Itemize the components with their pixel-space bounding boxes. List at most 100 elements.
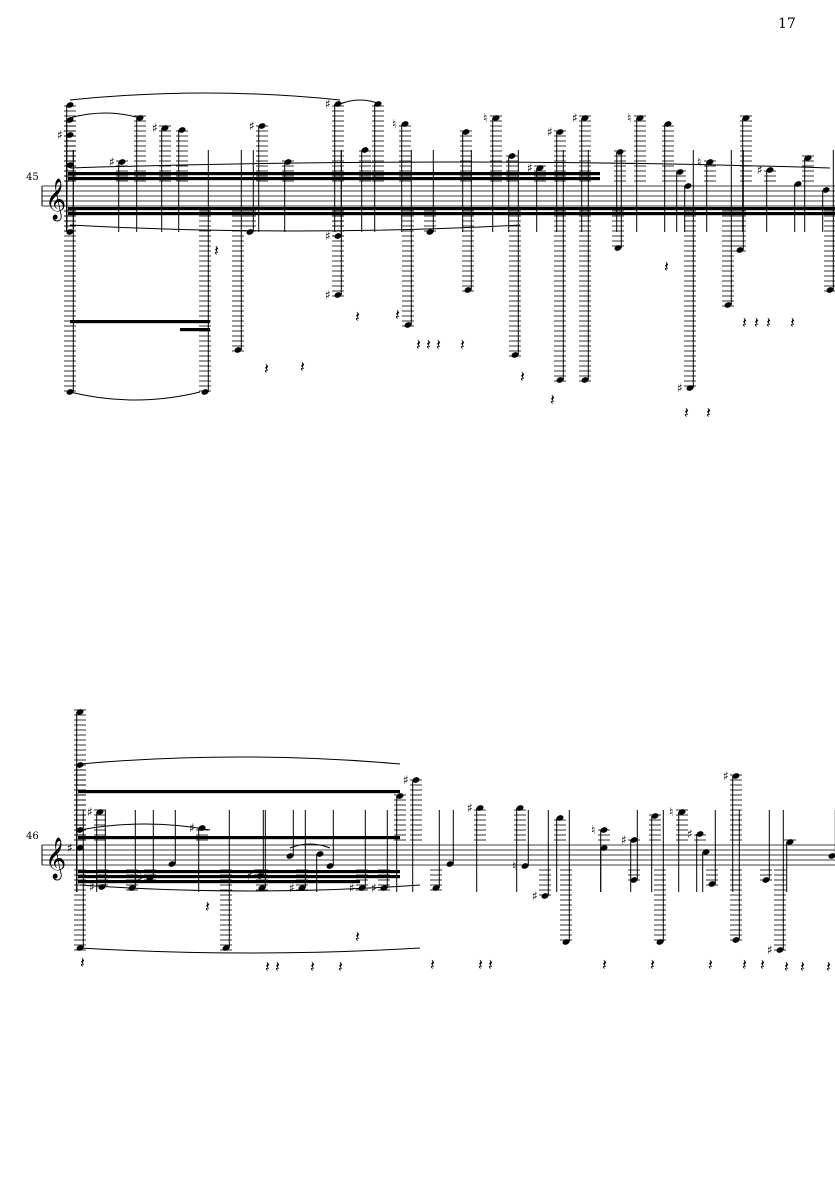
note-head xyxy=(736,247,744,253)
note-head xyxy=(446,861,454,867)
quarter-rest-icon: 𝄽 xyxy=(766,313,771,332)
beam xyxy=(68,207,835,211)
note-head xyxy=(706,159,714,165)
quarter-rest-icon: 𝄽 xyxy=(784,957,789,976)
note-head xyxy=(492,115,500,121)
slur xyxy=(69,161,831,169)
note-head xyxy=(676,169,684,175)
note-head xyxy=(66,102,74,108)
quarter-rest-icon: 𝄽 xyxy=(214,241,219,260)
quarter-rest-icon: 𝄽 xyxy=(478,955,483,974)
note-head xyxy=(732,773,740,779)
note-head xyxy=(826,287,834,293)
note-head xyxy=(656,939,664,945)
quarter-rest-icon: 𝄽 xyxy=(355,927,360,946)
note-head xyxy=(630,837,638,843)
sharp-icon: ♯ xyxy=(621,833,627,847)
sharp-icon: ♯ xyxy=(572,111,578,125)
beam xyxy=(68,212,835,216)
slur xyxy=(69,391,201,401)
note-head xyxy=(786,839,794,845)
note-head xyxy=(464,287,472,293)
note-head xyxy=(724,302,732,308)
quarter-rest-icon: 𝄽 xyxy=(650,955,655,974)
note-head xyxy=(380,885,388,891)
quarter-rest-icon: 𝄽 xyxy=(742,313,747,332)
note-head xyxy=(511,352,519,358)
note-head xyxy=(316,851,324,857)
quarter-rest-icon: 𝄽 xyxy=(684,403,689,422)
note-head xyxy=(426,229,434,235)
note-head xyxy=(298,885,306,891)
system-46: 𝄞♯♯♯♯♯♯♯♯♯♯♯♮♯♮♯♮♯♯♯𝄽𝄽𝄽𝄽𝄽𝄽𝄽𝄽𝄽𝄽𝄽𝄽𝄽𝄽𝄽𝄽𝄽𝄽 xyxy=(41,709,835,976)
sharp-icon: ♯ xyxy=(325,97,331,111)
note-head xyxy=(118,159,126,165)
note-head xyxy=(556,377,564,383)
sharp-icon: ♯ xyxy=(757,163,763,177)
note-head xyxy=(258,885,266,891)
slur xyxy=(69,224,521,232)
natural-icon: ♮ xyxy=(591,823,595,837)
note-head xyxy=(234,347,242,353)
note-head xyxy=(404,322,412,328)
sharp-icon: ♯ xyxy=(325,229,331,243)
treble-clef-icon: 𝄞 xyxy=(45,178,66,221)
sharp-icon: ♯ xyxy=(677,381,683,395)
quarter-rest-icon: 𝄽 xyxy=(395,305,400,324)
note-head xyxy=(334,101,342,107)
note-head xyxy=(804,155,812,161)
note-head xyxy=(541,893,549,899)
note-head xyxy=(581,377,589,383)
quarter-rest-icon: 𝄽 xyxy=(708,955,713,974)
sharp-icon: ♯ xyxy=(57,128,63,142)
natural-icon: ♮ xyxy=(697,155,701,169)
note-head xyxy=(636,115,644,121)
note-head xyxy=(822,187,830,193)
slur xyxy=(289,843,331,849)
beam xyxy=(78,875,400,879)
note-head xyxy=(168,861,176,867)
note-head xyxy=(664,121,672,127)
note-head xyxy=(600,827,608,833)
note-head xyxy=(702,849,710,855)
sharp-icon: ♯ xyxy=(189,821,195,835)
note-head xyxy=(776,947,784,953)
sharp-icon: ♯ xyxy=(403,773,409,787)
note-head xyxy=(762,877,770,883)
note-head xyxy=(708,881,716,887)
note-head xyxy=(678,809,686,815)
system-45: 𝄞♯♯♯♯♯♯♯♮♮♯♯♯♮♯♮♯𝄽𝄽𝄽𝄽𝄽𝄽𝄽𝄽𝄽𝄽𝄽𝄽𝄽𝄽𝄽𝄽𝄽𝄽 xyxy=(41,92,835,422)
quarter-rest-icon: 𝄽 xyxy=(800,957,805,976)
note-head xyxy=(686,385,694,391)
quarter-rest-icon: 𝄽 xyxy=(550,390,555,409)
sharp-icon: ♯ xyxy=(767,943,773,957)
quarter-rest-icon: 𝄽 xyxy=(355,307,360,326)
quarter-rest-icon: 𝄽 xyxy=(265,957,270,976)
slur xyxy=(339,99,381,105)
beam xyxy=(180,328,210,332)
quarter-rest-icon: 𝄽 xyxy=(264,359,269,378)
note-head xyxy=(732,937,740,943)
note-head xyxy=(161,125,169,131)
note-head xyxy=(198,825,206,831)
slur xyxy=(69,112,141,119)
quarter-rest-icon: 𝄽 xyxy=(310,957,315,976)
measure-number-46: 46 xyxy=(26,831,39,842)
note-head xyxy=(222,945,230,951)
quarter-rest-icon: 𝄽 xyxy=(760,955,765,974)
quarter-rest-icon: 𝄽 xyxy=(416,335,421,354)
quarter-rest-icon: 𝄽 xyxy=(520,367,525,386)
quarter-rest-icon: 𝄽 xyxy=(602,955,607,974)
quarter-rest-icon: 𝄽 xyxy=(426,335,431,354)
quarter-rest-icon: 𝄽 xyxy=(826,957,831,976)
note-head xyxy=(521,863,529,869)
quarter-rest-icon: 𝄽 xyxy=(664,257,669,276)
note-head xyxy=(96,809,104,815)
note-head xyxy=(536,165,544,171)
note-head xyxy=(412,777,420,783)
note-head xyxy=(581,115,589,121)
quarter-rest-icon: 𝄽 xyxy=(338,957,343,976)
note-head xyxy=(696,831,704,837)
note-head xyxy=(98,884,106,890)
